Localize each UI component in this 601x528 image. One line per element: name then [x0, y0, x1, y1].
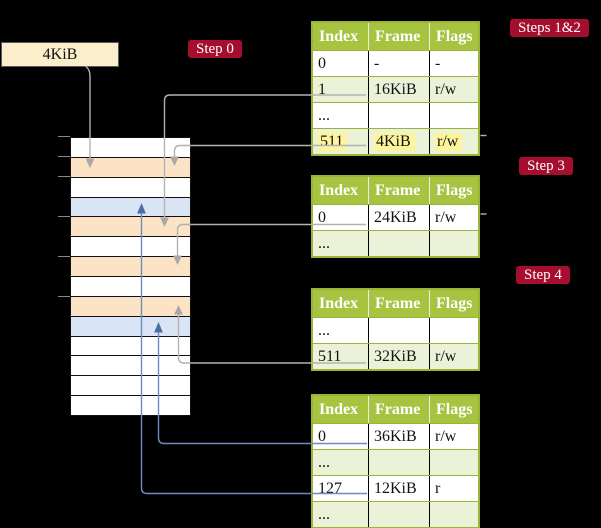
table-cell: [368, 502, 429, 527]
physical-memory-column: [70, 137, 191, 416]
highlighted-value: r/w: [435, 133, 463, 151]
table-row: ...: [313, 317, 478, 343]
table-cell: r/w: [429, 129, 478, 154]
table-header-cell: Flags: [429, 396, 478, 423]
table-cell: r/w: [429, 344, 478, 369]
table-row: 511 4KiB r/w: [313, 128, 478, 154]
badge-step-4: Step 4: [516, 266, 570, 284]
memory-row-white: [71, 356, 190, 377]
table-cell: 511: [318, 348, 342, 365]
table-header-cell: Frame: [368, 23, 429, 50]
table-cell: [368, 318, 429, 343]
memory-row-white: [71, 336, 190, 357]
memory-row-wheat: [71, 157, 190, 178]
table-header-cell: Flags: [429, 177, 478, 204]
memory-row-white: [71, 237, 190, 258]
table-cell: 36KiB: [368, 424, 429, 449]
table-header-cell: Frame: [368, 177, 429, 204]
table-cell: 24KiB: [368, 205, 429, 230]
table-header-cell: Index: [319, 182, 359, 199]
memory-row-white: [71, 138, 190, 158]
table-header-cell: Flags: [429, 290, 478, 317]
memory-tick: [58, 176, 70, 177]
memory-tick: [58, 216, 70, 217]
table-cell: [368, 103, 429, 128]
table-cell: [429, 502, 478, 527]
table-row: ...: [313, 501, 478, 527]
table-cell: 127: [318, 480, 342, 497]
memory-row-white: [71, 277, 190, 297]
memory-row-blue: [71, 316, 190, 337]
memory-tick: [58, 156, 70, 157]
table-cell: ...: [318, 454, 330, 471]
table-cell: 4KiB: [368, 129, 429, 154]
table-cell: 0: [318, 428, 326, 445]
table-cell: r/w: [429, 205, 478, 230]
memory-row-wheat: [71, 217, 190, 238]
table-cell: [429, 231, 478, 256]
memory-row-white: [71, 376, 190, 397]
table-cell: 32KiB: [368, 344, 429, 369]
memory-tick: [58, 296, 70, 297]
badge-steps-1-2: Steps 1&2: [510, 19, 589, 37]
badge-step-0: Step 0: [188, 40, 242, 58]
table-cell: [429, 450, 478, 475]
table-cell: ...: [318, 506, 330, 523]
memory-row-wheat: [71, 257, 190, 278]
highlighted-value: 511: [318, 133, 348, 151]
root-table-address-box: 4KiB: [1, 42, 119, 67]
table-cell: 1: [318, 81, 326, 98]
table-cell: r/w: [429, 77, 478, 102]
memory-row-blue: [71, 197, 190, 218]
table-cell: 12KiB: [368, 476, 429, 501]
table-cell: [368, 450, 429, 475]
memory-row-wheat: [71, 296, 190, 317]
table-cell: [368, 231, 429, 256]
table-row: ...: [313, 230, 478, 256]
table-row: 0 --: [313, 50, 478, 76]
table-row: ...: [313, 102, 478, 128]
table-cell: 16KiB: [368, 77, 429, 102]
table-header-cell: Index: [319, 295, 359, 312]
table-cell: ...: [318, 235, 330, 252]
table-cell: [429, 103, 478, 128]
table-cell: -: [429, 51, 478, 76]
table-header-cell: Flags: [429, 23, 478, 50]
table-row: ...: [313, 449, 478, 475]
table-cell: [429, 318, 478, 343]
table-header-cell: Index: [319, 401, 359, 418]
badge-step-3: Step 3: [519, 157, 573, 175]
table-cell: 0: [318, 55, 326, 72]
table-header-cell: Frame: [368, 396, 429, 423]
highlighted-value: 4KiB: [374, 133, 415, 151]
table-cell: 511: [313, 129, 368, 154]
table-header-cell: Index: [319, 28, 359, 45]
memory-row-white: [71, 396, 190, 416]
memory-tick: [58, 136, 70, 137]
table-cell: ...: [318, 107, 330, 124]
table-cell: -: [368, 51, 429, 76]
memory-tick: [58, 256, 70, 257]
table-cell: ...: [318, 322, 330, 339]
table-header-cell: Frame: [368, 290, 429, 317]
table-cell: r: [429, 476, 478, 501]
table-cell: 0: [318, 209, 326, 226]
memory-row-white: [71, 177, 190, 198]
table-cell: r/w: [429, 424, 478, 449]
